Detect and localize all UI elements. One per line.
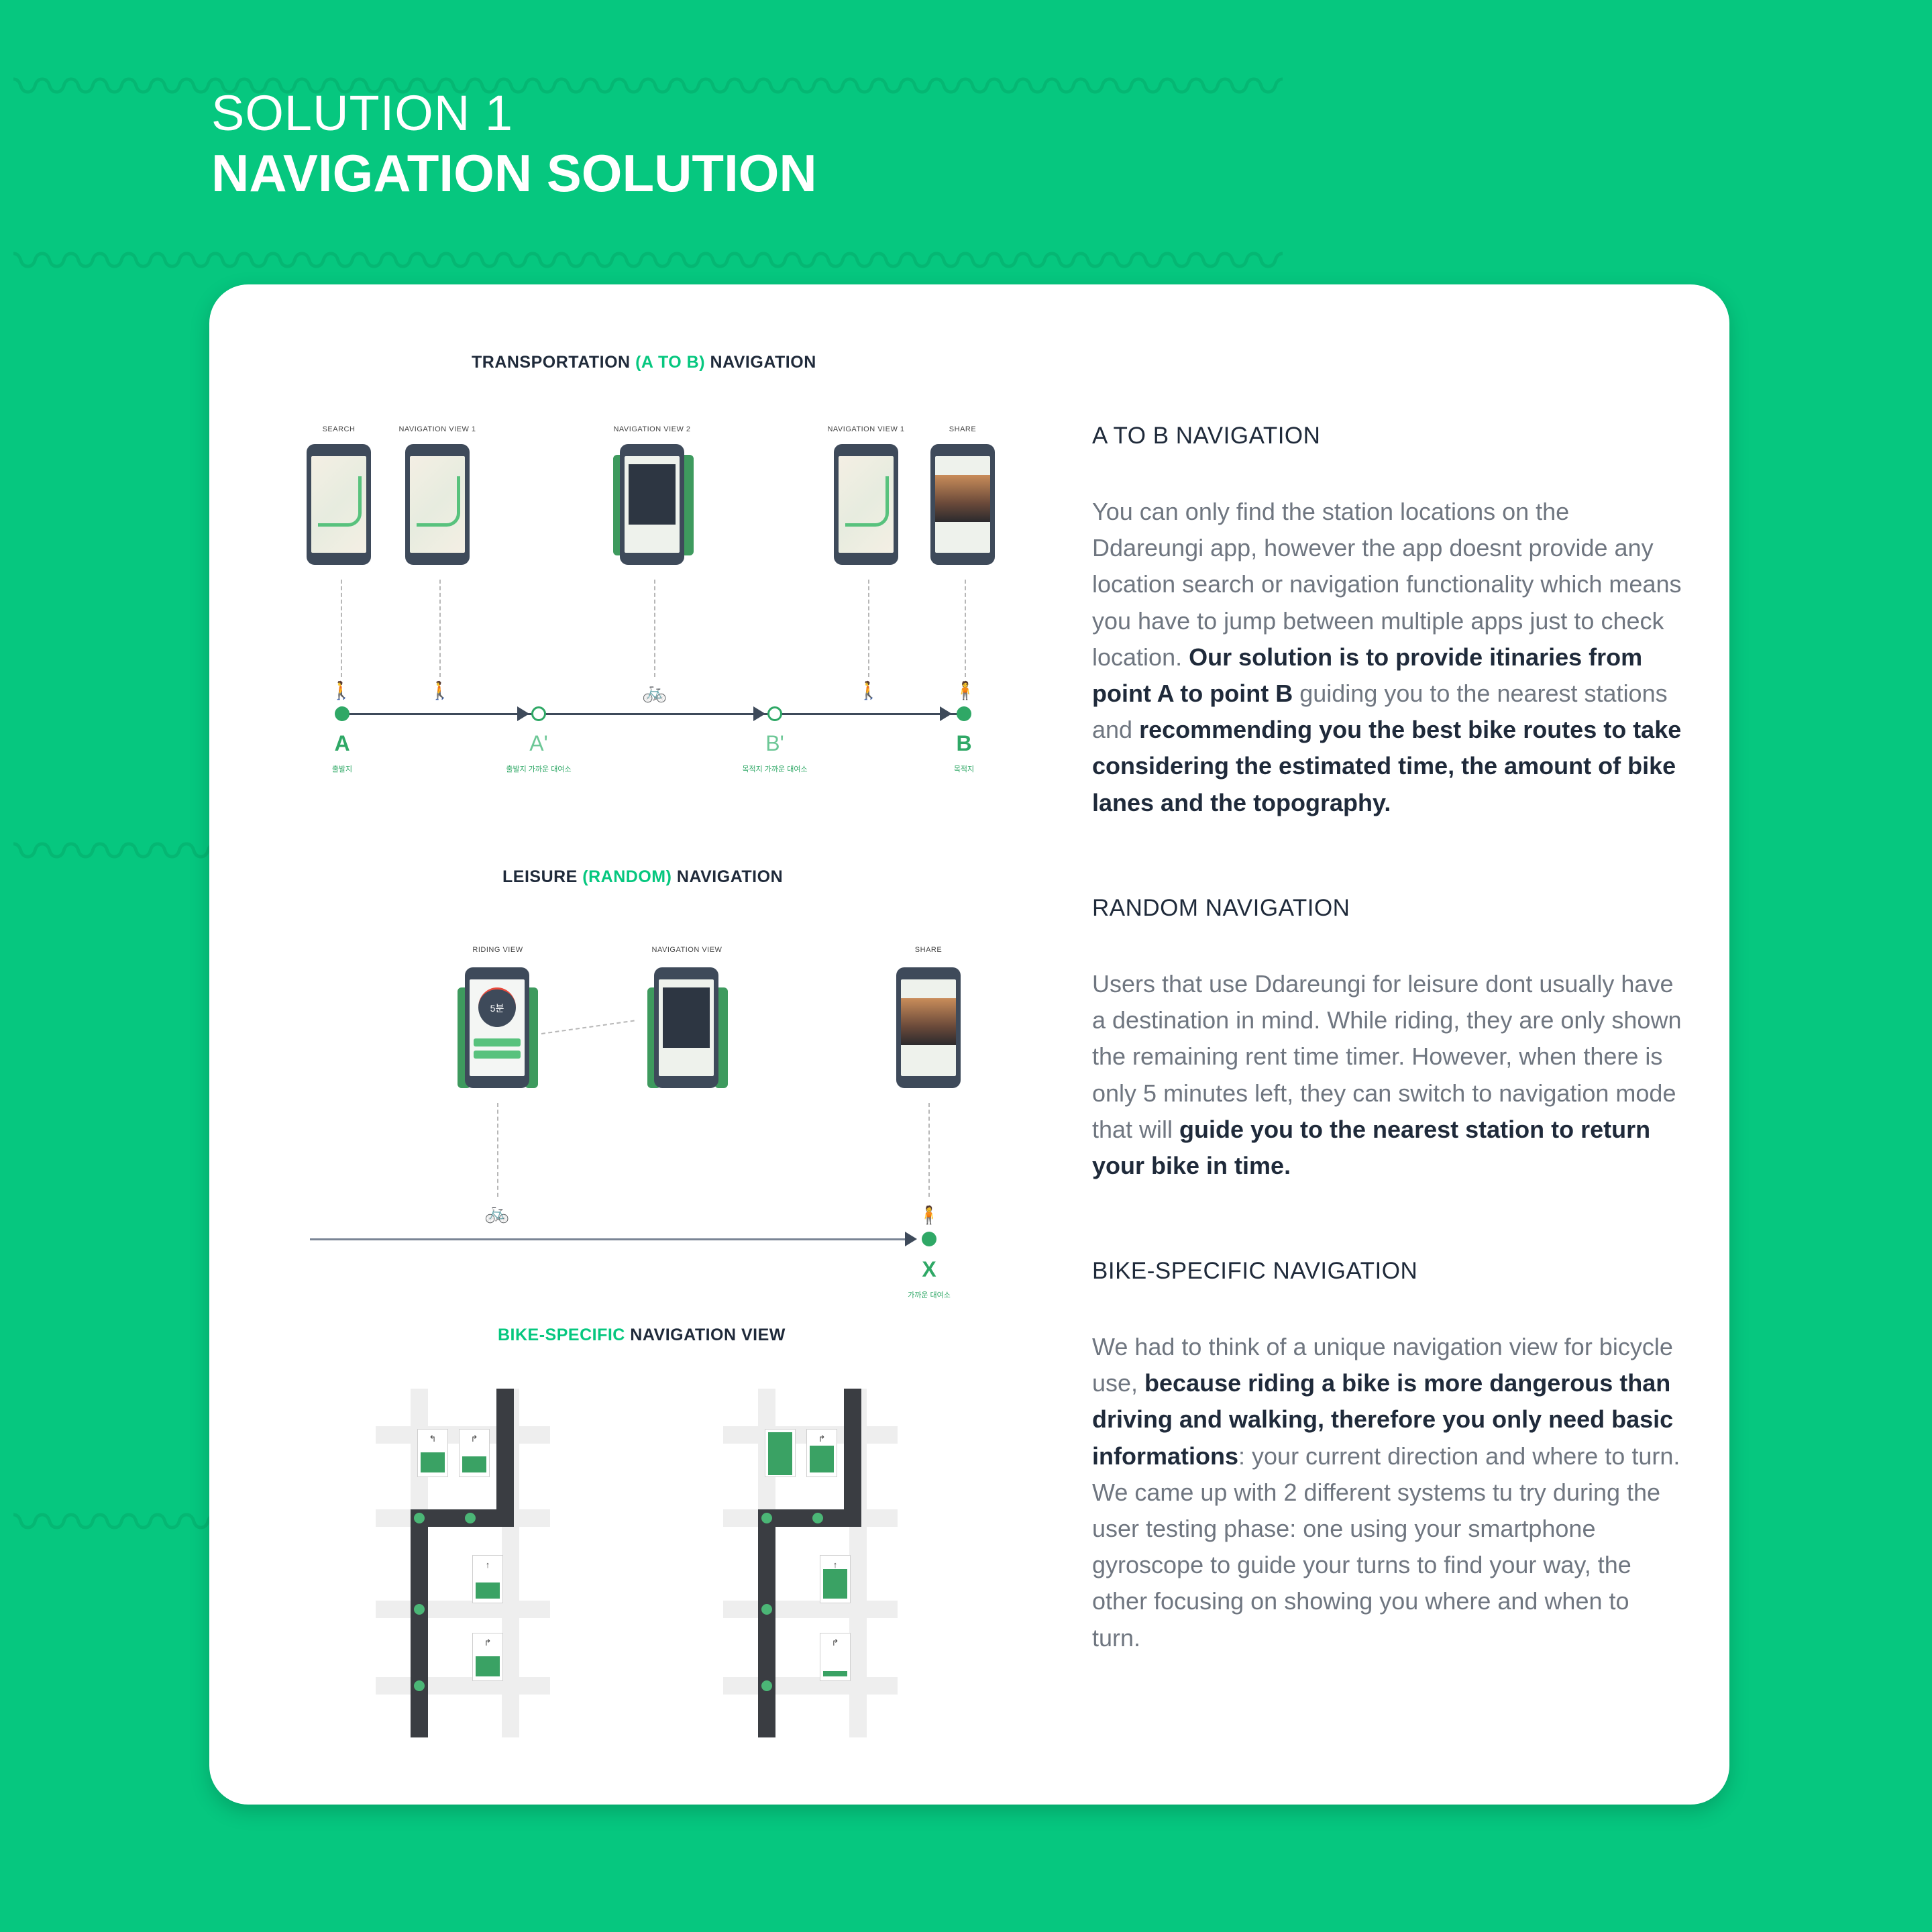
point-b-label: B: [956, 731, 972, 755]
point-b-node: [957, 706, 971, 721]
dashed-connector: [439, 580, 441, 677]
content-card: TRANSPORTATION (A TO B) NAVIGATION SEARC…: [209, 284, 1729, 1805]
ab-navigation-text: You can only find the station locations …: [1092, 498, 1682, 816]
turn-sign: ↱: [820, 1633, 851, 1681]
standing-person-icon: 🧍: [954, 680, 977, 700]
dashed-connector: [341, 580, 342, 677]
route-arrow: [753, 706, 765, 721]
walking-person-icon: 🚶: [330, 680, 353, 700]
walking-person-icon: 🚶: [429, 680, 451, 700]
phone-label: SEARCH: [322, 425, 356, 433]
point-b-prime-caption: 목적지 가까운 대여소: [742, 765, 808, 773]
point-a-prime-node: [531, 706, 546, 721]
point-a-node: [335, 706, 350, 721]
walking-person-icon: 🚶: [857, 680, 880, 700]
point-a-prime-caption: 출발지 가까운 대여소: [506, 765, 572, 773]
bike-nav-map-1: ↰ ↱ ↑ ↱: [376, 1389, 550, 1737]
background-texture: 〰︎〰︎〰︎〰︎〰︎〰︎〰︎〰︎〰︎〰︎〰︎〰︎〰︎〰︎〰︎〰︎〰︎〰︎〰︎〰︎…: [13, 54, 1283, 121]
bike-nav-map-2: ↰ ↱ ↑ ↱: [723, 1389, 898, 1737]
bike-specific-navigation-text: We had to think of a unique navigation v…: [1092, 1333, 1680, 1652]
turn-sign: ↱: [459, 1429, 490, 1477]
point-x-node: [922, 1232, 936, 1246]
bicycle-icon: 🚲: [484, 1201, 510, 1224]
waypoint: [810, 1511, 825, 1525]
phone-navigation-view-1: [834, 444, 898, 565]
point-b-prime-label: B': [765, 731, 784, 755]
transport-section-title: TRANSPORTATION (A TO B) NAVIGATION: [472, 353, 816, 372]
phone-navigation-view-2: [620, 444, 684, 565]
phone-label: RIDING VIEW: [472, 946, 523, 954]
dashed-connector: [965, 580, 966, 677]
phone-navigation-view-1: [405, 444, 470, 565]
turn-sign: ↑: [820, 1555, 851, 1603]
bike-view-section-title: BIKE-SPECIFIC NAVIGATION VIEW: [498, 1326, 786, 1344]
phone-label: SHARE: [914, 946, 943, 954]
dashed-connector: [928, 1103, 930, 1197]
random-navigation-heading: RANDOM NAVIGATION: [1092, 895, 1350, 921]
bike-specific-navigation-heading: BIKE-SPECIFIC NAVIGATION: [1092, 1258, 1418, 1284]
phone-navigation-view: [654, 967, 718, 1088]
point-b-caption: 목적지: [953, 765, 975, 773]
route-arrow: [517, 706, 529, 721]
page-title: NAVIGATION SOLUTION: [211, 144, 817, 203]
phone-riding-view: 5분: [465, 967, 529, 1088]
waypoint: [412, 1511, 427, 1525]
point-a-prime-label: A': [529, 731, 548, 755]
turn-sign: ↰: [417, 1429, 448, 1477]
waypoint: [759, 1602, 774, 1617]
phone-label: NAVIGATION VIEW: [651, 946, 722, 954]
leisure-section-title: LEISURE (RANDOM) NAVIGATION: [502, 867, 784, 886]
rent-timer: 5분: [478, 987, 516, 1027]
phone-label: NAVIGATION VIEW 1: [827, 425, 905, 433]
bicycle-icon: 🚲: [642, 681, 667, 703]
phone-label: NAVIGATION VIEW 1: [398, 425, 476, 433]
route-arrow: [940, 706, 952, 721]
turn-sign: ↰: [765, 1429, 796, 1477]
point-b-prime-node: [767, 706, 782, 721]
dashed-connector: [868, 580, 869, 677]
phone-label: SHARE: [949, 425, 977, 433]
turn-sign: ↑: [472, 1555, 503, 1603]
route-timeline: [342, 713, 965, 715]
route-arrow: [905, 1232, 917, 1246]
phone-share: [896, 967, 961, 1088]
dashed-transition-arrow: [541, 1020, 635, 1034]
standing-person-icon: 🧍: [918, 1205, 941, 1225]
waypoint: [759, 1678, 774, 1693]
waypoint: [412, 1602, 427, 1617]
waypoint: [463, 1511, 478, 1525]
point-x-label: X: [922, 1257, 936, 1281]
point-a-label: A: [334, 731, 350, 755]
waypoint: [759, 1511, 774, 1525]
phone-label: NAVIGATION VIEW 2: [613, 425, 691, 433]
waypoint: [412, 1678, 427, 1693]
phone-search: [307, 444, 371, 565]
point-a-caption: 출발지: [331, 765, 353, 773]
ab-navigation-heading: A TO B NAVIGATION: [1092, 423, 1321, 449]
page-subtitle: SOLUTION 1: [211, 85, 513, 141]
point-x-caption: 가까운 대여소: [908, 1291, 951, 1299]
dashed-connector: [497, 1103, 498, 1197]
page-header: SOLUTION 1 NAVIGATION SOLUTION: [211, 85, 817, 204]
turn-sign: ↱: [472, 1633, 503, 1681]
phone-share: [930, 444, 995, 565]
random-navigation-text: Users that use Ddareungi for leisure don…: [1092, 970, 1682, 1180]
turn-sign: ↱: [806, 1429, 837, 1477]
leisure-timeline: [310, 1238, 915, 1240]
dashed-connector: [654, 580, 655, 677]
